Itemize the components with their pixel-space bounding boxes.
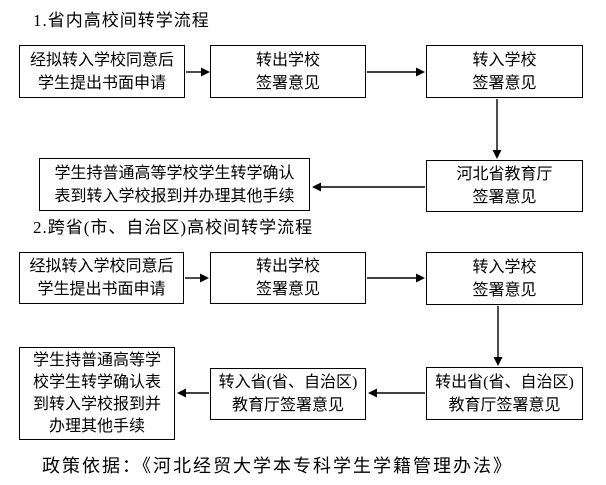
flow2-box-apply: 经拟转入学校同意后 学生提出书面申请 <box>19 252 184 304</box>
flow1-box-apply: 经拟转入学校同意后 学生提出书面申请 <box>19 45 185 98</box>
flow1-arrow-in-to-dept <box>492 99 502 159</box>
flow2-box-out-school: 转出学校 签署意见 <box>210 252 366 304</box>
flow1-arrow-apply-to-out <box>186 67 210 77</box>
flow2-box-out-province: 转出省(省、自治区) 教育厅签署意见 <box>426 367 583 420</box>
flow2-arrow-apply-to-out <box>185 273 209 283</box>
flow2-arrow-inprov-to-report <box>177 388 209 398</box>
flow1-arrow-out-to-in <box>367 67 425 77</box>
flow2-box-in-province: 转入省(省、自治区) 教育厅签署意见 <box>210 368 366 420</box>
flow2-arrow-in-to-outprov <box>493 306 503 366</box>
flow2-arrow-out-to-in <box>367 273 425 283</box>
flow1-box-out-school: 转出学校 签署意见 <box>210 45 366 98</box>
policy-note: 政策依据：《河北经贸大学本专科学生学籍管理办法》 <box>42 456 513 476</box>
flow1-title: 1.省内高校间转学流程 <box>33 11 210 30</box>
flow2-arrow-outprov-to-inprov <box>368 388 425 398</box>
flow2-box-report: 学生持普通高等学 校学生转学确认表 到转入学校报到并 办理其他手续 <box>19 347 175 440</box>
flow2-box-in-school: 转入学校 签署意见 <box>426 252 583 305</box>
flow2-title: 2.跨省(市、自治区)高校间转学流程 <box>33 218 314 237</box>
flow1-box-report: 学生持普通高等学校学生转学确认 表到转入学校报到并办理其他手续 <box>39 158 310 211</box>
flow1-box-edu-dept: 河北省教育厅 签署意见 <box>426 160 583 212</box>
flow1-arrow-dept-to-report <box>312 182 425 192</box>
flow1-box-in-school: 转入学校 签署意见 <box>426 45 583 98</box>
